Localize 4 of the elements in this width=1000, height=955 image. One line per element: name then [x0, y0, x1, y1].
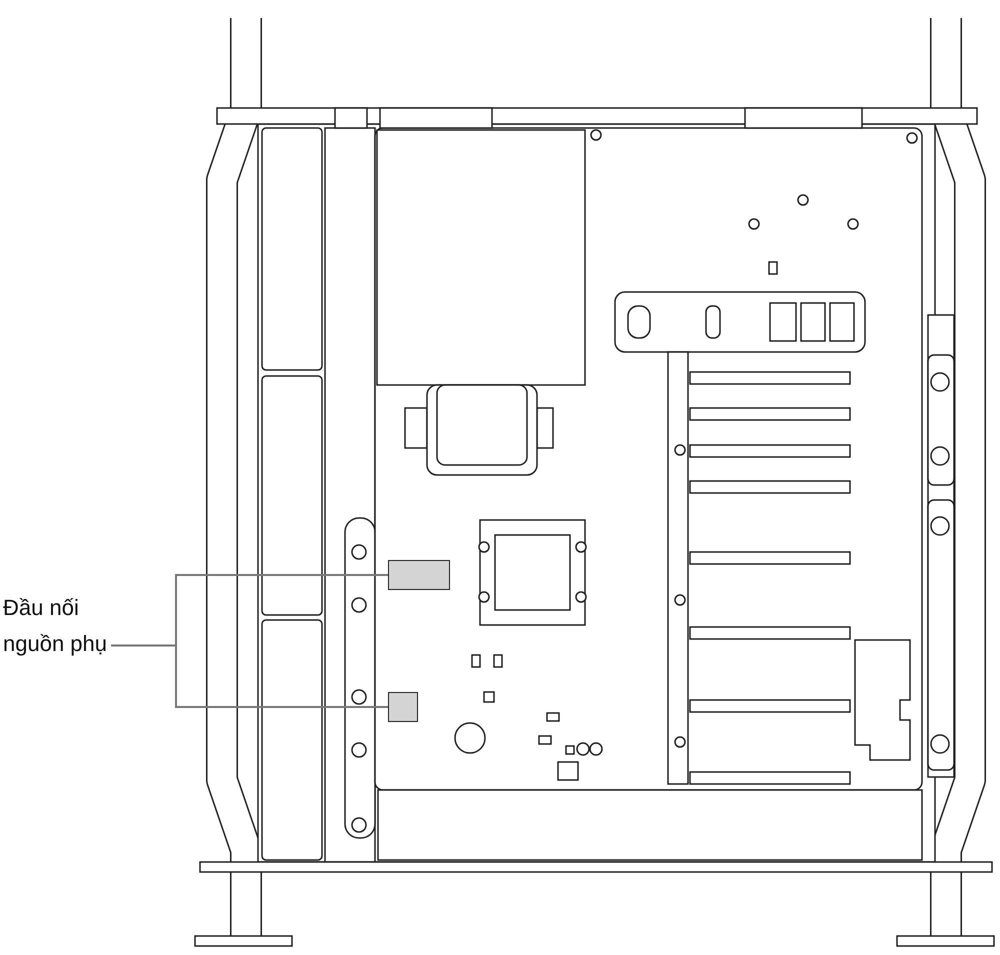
power-connector	[388, 560, 450, 590]
leader-line	[111, 644, 388, 708]
power-connector	[388, 692, 418, 722]
callout-label: Đầu nối nguồn phụ	[3, 590, 131, 662]
